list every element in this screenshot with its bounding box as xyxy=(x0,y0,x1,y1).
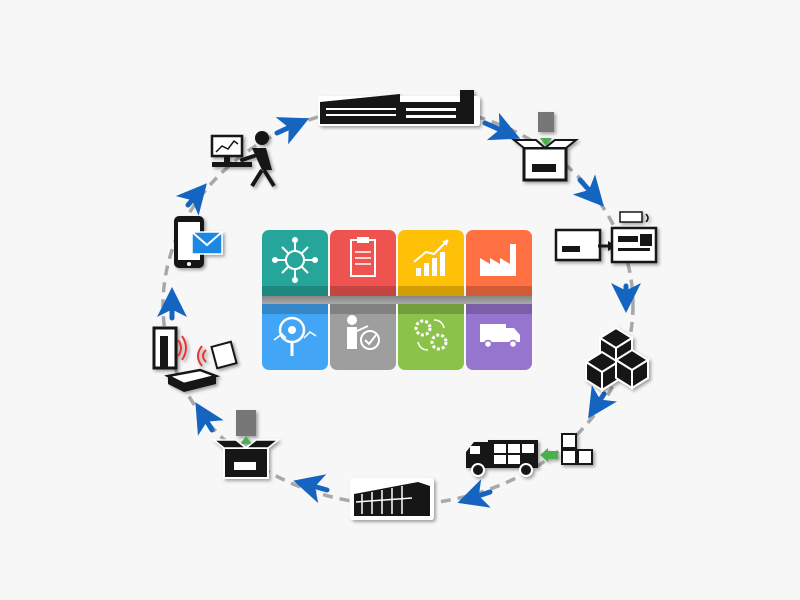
network-hub-icon xyxy=(272,237,318,283)
box-stack-icon xyxy=(584,326,650,392)
tile-quality xyxy=(330,304,396,370)
tile-analysis xyxy=(262,304,328,370)
magnifier-analysis-icon xyxy=(273,316,317,356)
tile-production xyxy=(466,230,532,296)
arrow-icon xyxy=(482,112,521,141)
factory-icon xyxy=(480,244,516,276)
center-tile-grid xyxy=(262,230,534,370)
truck-loading-icon xyxy=(466,433,593,477)
arrow-icon xyxy=(293,474,330,504)
box-unpacking-icon xyxy=(211,410,281,479)
box-packing-icon xyxy=(511,112,579,182)
warehouse-icon xyxy=(350,478,434,520)
factory-building-icon xyxy=(318,90,480,126)
gears-icon xyxy=(414,319,448,351)
tile-shadow-band xyxy=(262,296,532,304)
rfid-gate-icon xyxy=(152,326,238,392)
delivery-truck-icon xyxy=(480,324,520,349)
tile-planning xyxy=(330,230,396,296)
tile-delivery xyxy=(466,304,532,370)
tile-operations xyxy=(398,304,464,370)
arrow-icon xyxy=(175,183,207,216)
arrow-icon xyxy=(274,117,310,145)
tile-growth xyxy=(398,230,464,296)
arrow-icon xyxy=(457,479,493,508)
arrow-icon xyxy=(572,174,605,207)
rfid-label-icon xyxy=(554,211,658,264)
person-check-icon xyxy=(347,315,380,350)
phone-mail-icon xyxy=(174,216,223,268)
clipboard-plan-icon xyxy=(350,237,376,277)
growth-chart-icon xyxy=(413,239,449,276)
tile-network xyxy=(262,230,328,296)
cycle-arrows xyxy=(157,112,641,508)
arrow-icon xyxy=(195,402,224,436)
worker-desk-icon xyxy=(210,131,276,188)
arrow-icon xyxy=(588,385,618,419)
